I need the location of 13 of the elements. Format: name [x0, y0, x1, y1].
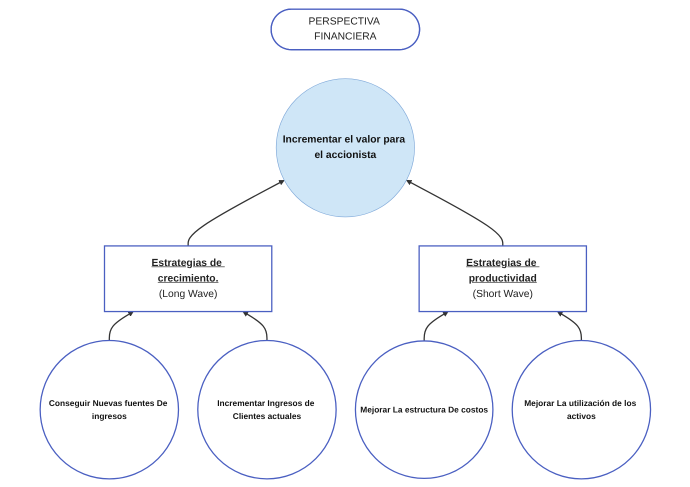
arrow: [423, 310, 448, 340]
node-circle: Mejorar La estructura De costos: [354, 340, 494, 479]
arrow: [406, 180, 504, 246]
node-circle: Mejorar La utilización de los activos: [511, 339, 651, 479]
node-circle: Incrementar el valor para el accionista: [276, 78, 414, 217]
arrow: [187, 180, 284, 246]
node-circle: Conseguir Nuevas fuentes De ingresos: [39, 339, 179, 479]
arrow: [108, 310, 134, 340]
arrow: [556, 310, 582, 340]
node-box: Estrategias de productividad (Short Wave): [418, 244, 587, 312]
arrow: [242, 310, 268, 340]
node-circle: Incrementar Ingresos de Clientes actuales: [196, 339, 336, 479]
node-box: Estrategias de crecimiento. (Long Wave): [104, 244, 272, 312]
